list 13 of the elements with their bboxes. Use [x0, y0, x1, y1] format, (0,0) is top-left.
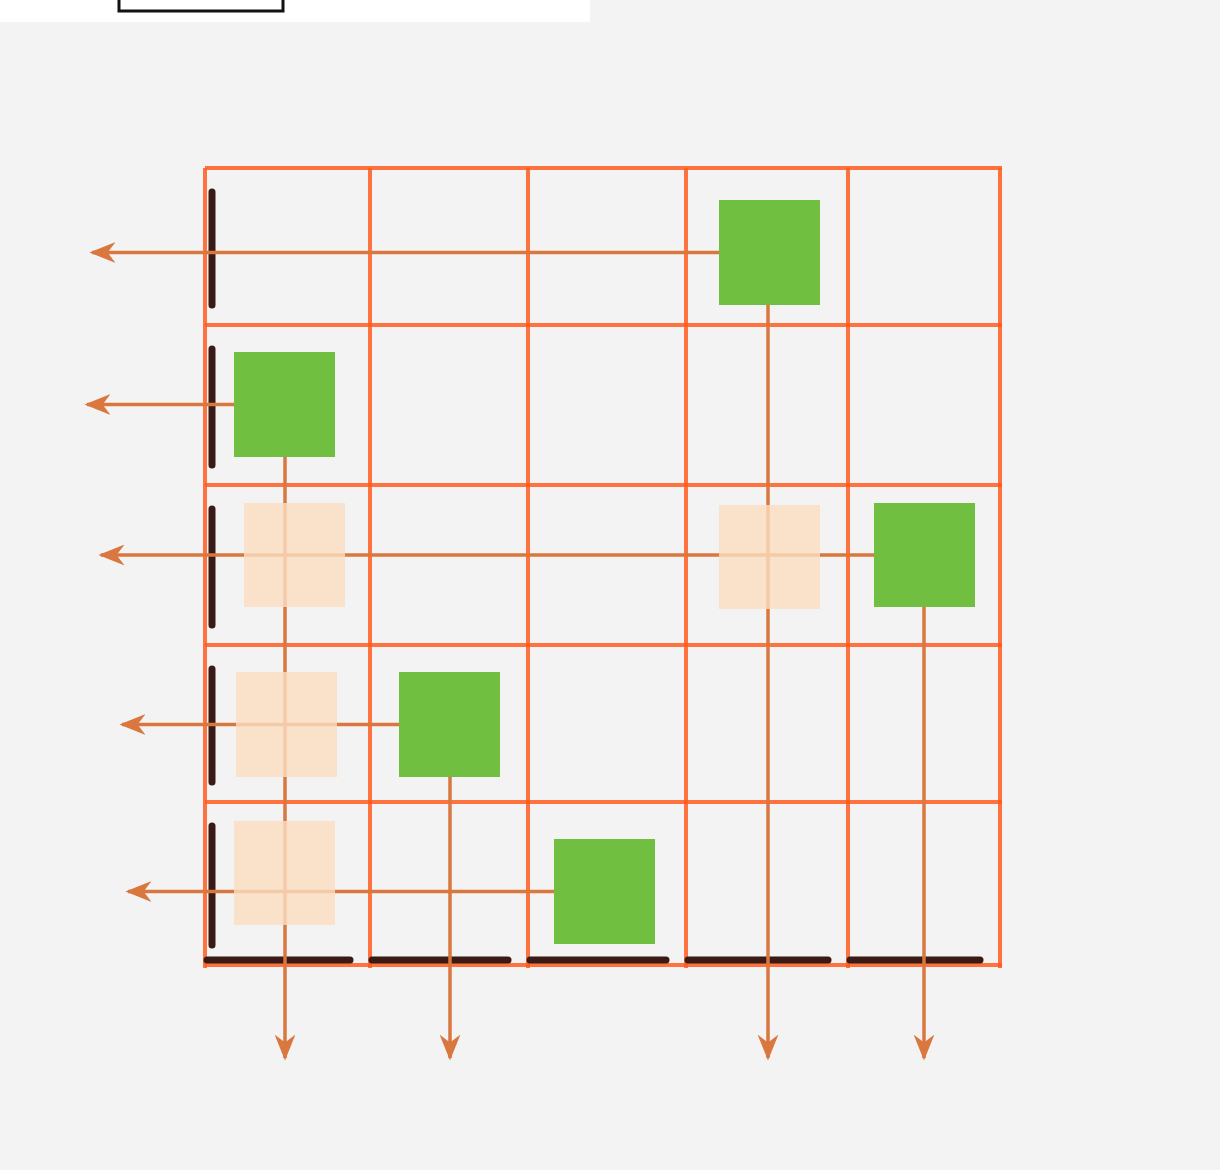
arrow — [439, 777, 461, 1061]
shaded-tile — [234, 821, 335, 925]
tile — [554, 839, 655, 944]
shaded-tile — [719, 505, 820, 609]
tile — [234, 352, 335, 457]
tile — [874, 503, 975, 607]
tile — [399, 672, 500, 777]
shaded-tile — [244, 503, 345, 607]
tile — [719, 200, 820, 305]
arrow — [913, 607, 935, 1061]
arrow — [89, 242, 719, 263]
arrow — [84, 394, 234, 415]
shaded-tile — [236, 672, 337, 777]
